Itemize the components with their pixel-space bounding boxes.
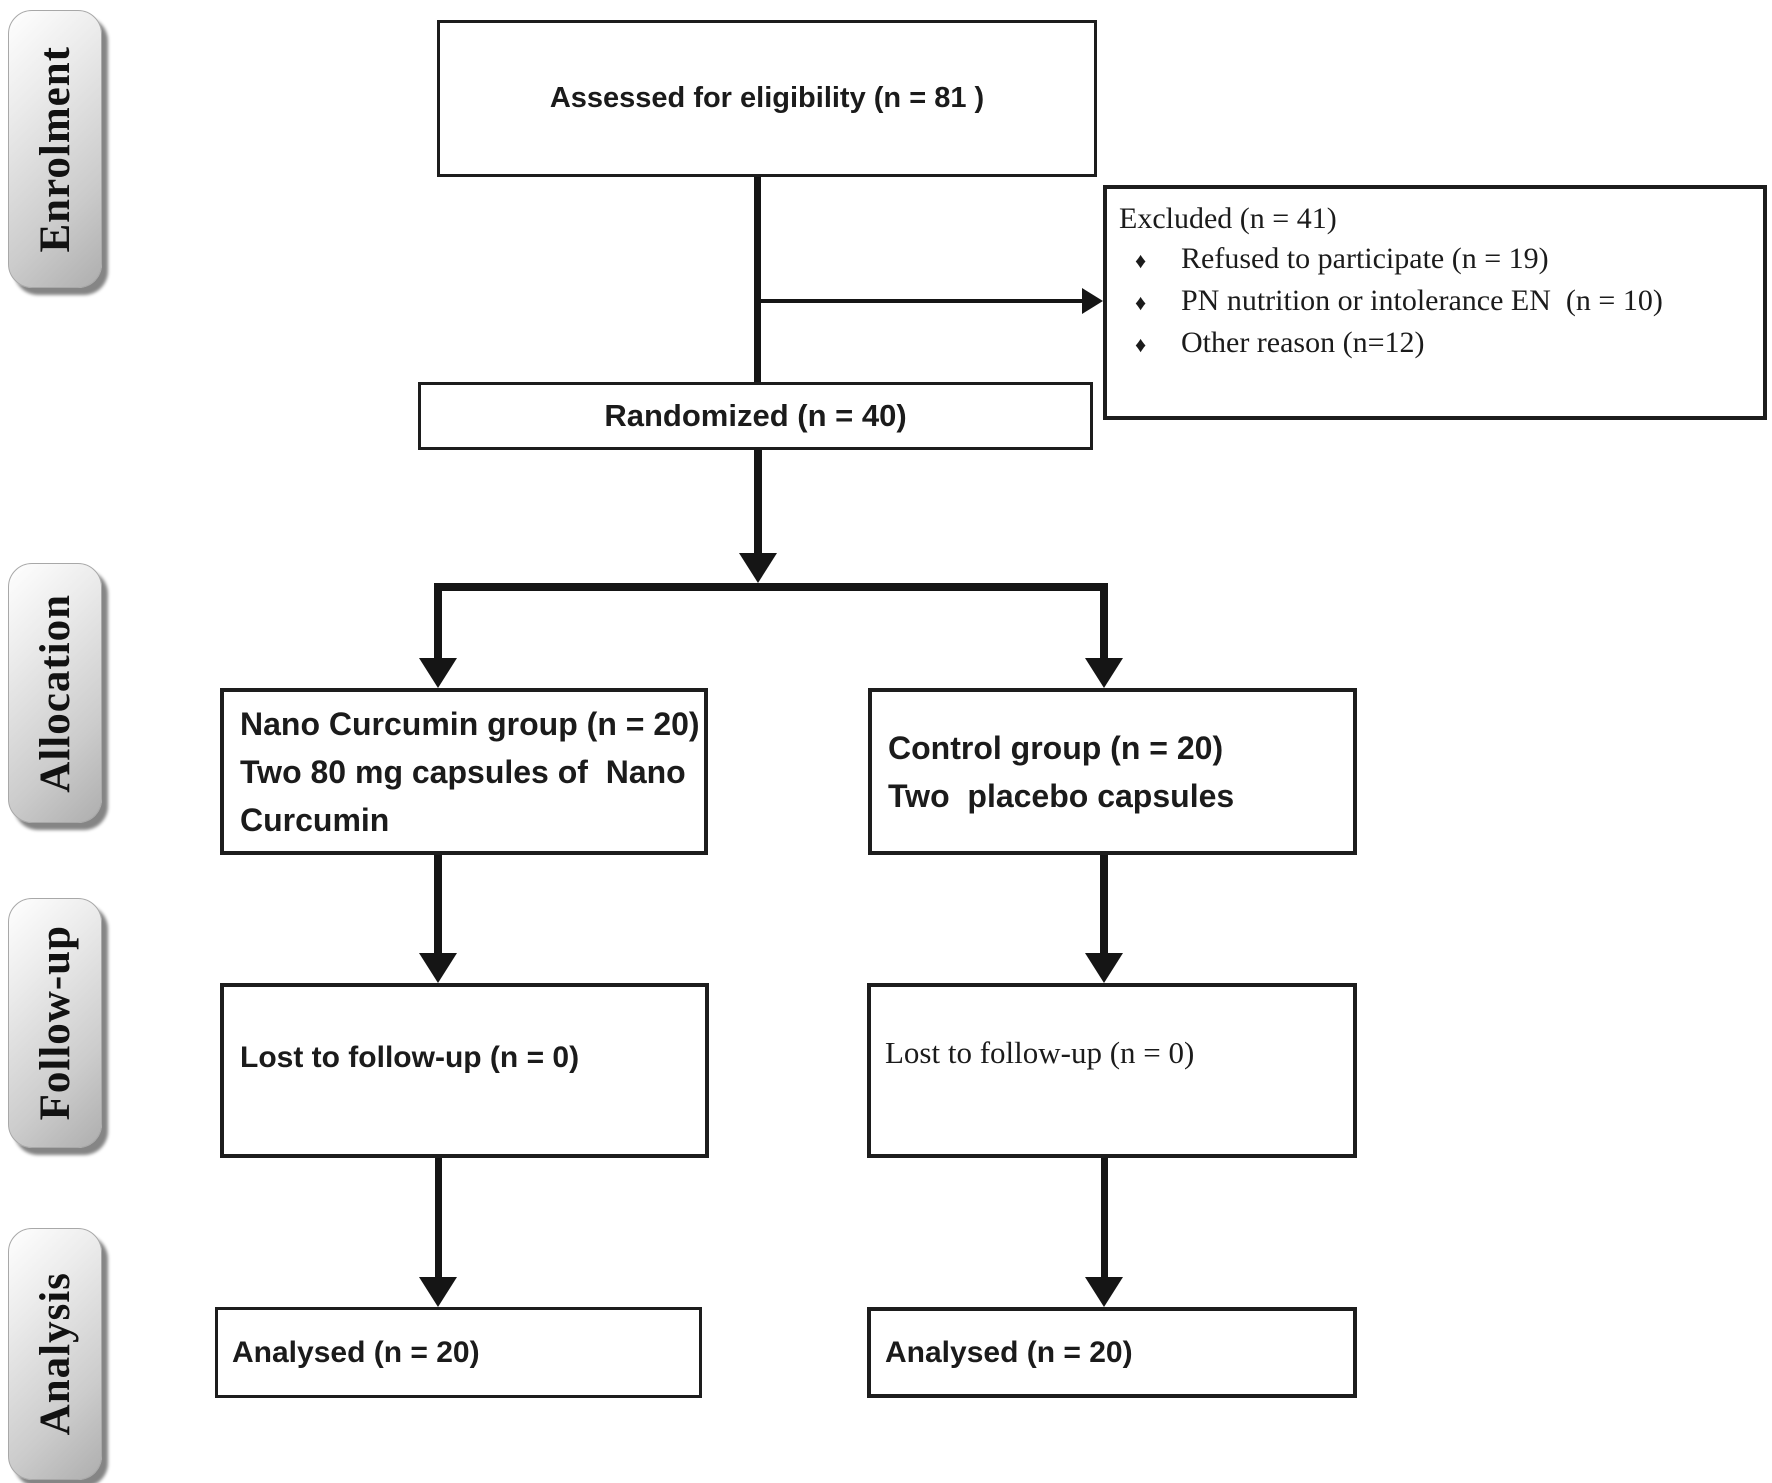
- box-analysed-right: Analysed (n = 20): [867, 1307, 1357, 1398]
- followup-left-text: Lost to follow-up (n = 0): [240, 1040, 580, 1074]
- box-lost-to-follow-up-left: Lost to follow-up (n = 0): [220, 983, 709, 1158]
- box-excluded: Excluded (n = 41) ♦ Refused to participa…: [1103, 185, 1767, 420]
- randomized-text: Randomized (n = 40): [604, 398, 907, 433]
- connector-split-right-drop: [1100, 583, 1108, 660]
- diamond-bullet-icon: ♦: [1135, 290, 1147, 315]
- box-assessed-for-eligibility: Assessed for eligibility (n = 81 ): [437, 20, 1097, 177]
- stage-pill-enrolment: Enrolment: [8, 10, 102, 288]
- box-control-group: Control group (n = 20) Two placebo capsu…: [868, 688, 1357, 855]
- allocation-left-line: Curcumin: [240, 801, 390, 838]
- arrowhead-allocation-right-icon: [1085, 658, 1123, 688]
- assessed-text: Assessed for eligibility (n = 81 ): [549, 82, 985, 114]
- stage-pill-analysis: Analysis: [8, 1228, 102, 1480]
- analysed-left-text: Analysed (n = 20): [232, 1335, 480, 1369]
- box-analysed-left: Analysed (n = 20): [215, 1307, 702, 1398]
- connector-follow-to-analysis-left: [435, 1158, 442, 1279]
- diamond-bullet-icon: ♦: [1135, 248, 1147, 273]
- arrowhead-follow-right-icon: [1085, 953, 1123, 983]
- diamond-bullet-icon: ♦: [1135, 332, 1147, 357]
- connector-follow-to-analysis-right: [1101, 1158, 1108, 1279]
- arrowhead-analysis-right-icon: [1085, 1277, 1123, 1307]
- arrowhead-randomized-icon: [739, 553, 777, 583]
- excluded-item-row: ♦ PN nutrition or intolerance EN (n = 10…: [1119, 281, 1753, 323]
- followup-right-text: Lost to follow-up (n = 0): [885, 1034, 1195, 1070]
- arrowhead-excluded-icon: [1082, 288, 1103, 314]
- excluded-item-text: PN nutrition or intolerance EN (n = 10): [1181, 284, 1663, 317]
- allocation-right-line: Control group (n = 20): [888, 729, 1224, 766]
- stage-pill-allocation: Allocation: [8, 563, 102, 823]
- excluded-item-row: ♦ Refused to participate (n = 19): [1119, 239, 1753, 281]
- arrowhead-allocation-left-icon: [419, 658, 457, 688]
- arrowhead-follow-left-icon: [419, 953, 457, 983]
- connector-to-excluded: [757, 299, 1085, 303]
- analysed-right-text: Analysed (n = 20): [885, 1335, 1133, 1369]
- stage-label-allocation: Allocation: [31, 593, 79, 793]
- stage-pill-follow-up: Follow-up: [8, 898, 102, 1148]
- stage-label-follow-up: Follow-up: [31, 925, 79, 1121]
- allocation-left-line: Nano Curcumin group (n = 20): [240, 705, 700, 742]
- connector-assessed-to-randomized: [754, 177, 761, 382]
- connector-split-bar: [434, 583, 1108, 591]
- box-randomized: Randomized (n = 40): [418, 382, 1093, 450]
- excluded-title: Excluded (n = 41): [1119, 202, 1337, 235]
- connector-split-left-drop: [434, 583, 442, 660]
- connector-alloc-to-follow-left: [434, 855, 442, 955]
- excluded-item-text: Other reason (n=12): [1181, 326, 1425, 359]
- allocation-left-line: Two 80 mg capsules of Nano: [240, 753, 686, 790]
- excluded-item-row: ♦ Other reason (n=12): [1119, 323, 1753, 365]
- box-lost-to-follow-up-right: Lost to follow-up (n = 0): [867, 983, 1357, 1158]
- stage-label-analysis: Analysis: [31, 1272, 79, 1436]
- box-nano-curcumin-group: Nano Curcumin group (n = 20) Two 80 mg c…: [220, 688, 708, 855]
- stage-label-enrolment: Enrolment: [31, 45, 79, 253]
- connector-randomized-down: [754, 450, 762, 556]
- excluded-item-text: Refused to participate (n = 19): [1181, 242, 1549, 275]
- connector-alloc-to-follow-right: [1100, 855, 1108, 955]
- allocation-right-line: Two placebo capsules: [888, 777, 1235, 814]
- arrowhead-analysis-left-icon: [419, 1277, 457, 1307]
